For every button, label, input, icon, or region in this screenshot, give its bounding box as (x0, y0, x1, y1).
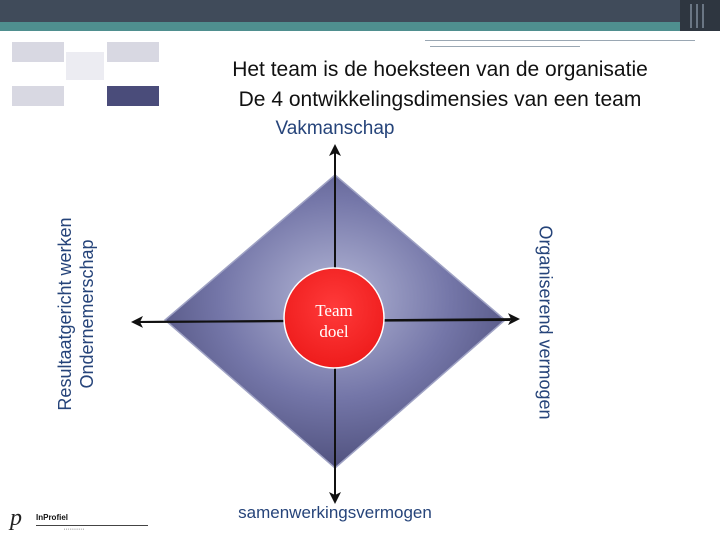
thumbnail-box (12, 86, 64, 106)
header-bar (0, 0, 720, 22)
slide-thumbnail (10, 40, 160, 122)
team-goal-text: Team doel (294, 300, 374, 342)
slide-title: Het team is de hoeksteen van de organisa… (180, 55, 700, 115)
thumbnail-box (107, 42, 159, 62)
logo-tagline-graphic: ▪ ▪ ▪ ▪ ▪ ▪ ▪ ▪ ▪ ▪ ▪ (64, 527, 85, 531)
label-samenwerkingsvermogen: samenwerkingsvermogen (238, 503, 432, 522)
center-line-2: doel (319, 322, 349, 341)
logo-underline (36, 525, 148, 526)
header-rule-short (430, 46, 580, 47)
thumbnail-center (66, 52, 104, 80)
title-line-1: Het team is de hoeksteen van de organisa… (232, 58, 648, 81)
label-left-dimension: Resultaatgericht werken Ondernemerschap (54, 169, 102, 459)
team-goal-circle (283, 267, 385, 369)
label-ondernemerschap: Ondernemerschap (77, 239, 97, 389)
thumbnail-box-dark (107, 86, 159, 106)
thumbnail-box (12, 42, 64, 62)
logo-name: InProfiel (36, 513, 69, 522)
center-line-1: Team (315, 301, 353, 320)
label-organiserend-vermogen: Organiserend vermogen (535, 225, 556, 420)
header-rule (425, 40, 695, 41)
header-accent-bar (0, 22, 680, 31)
header-corner-ornament (680, 0, 720, 31)
title-line-2: De 4 ontwikkelingsdimensies van een team (238, 88, 642, 111)
inprofiel-logo: p InProfiel ▪ ▪ ▪ ▪ ▪ ▪ ▪ ▪ ▪ ▪ ▪ (8, 505, 148, 535)
label-vakmanschap: Vakmanschap (275, 118, 395, 139)
logo-glyph: p (10, 505, 22, 531)
label-resultaatgericht: Resultaatgericht werken (55, 217, 75, 411)
